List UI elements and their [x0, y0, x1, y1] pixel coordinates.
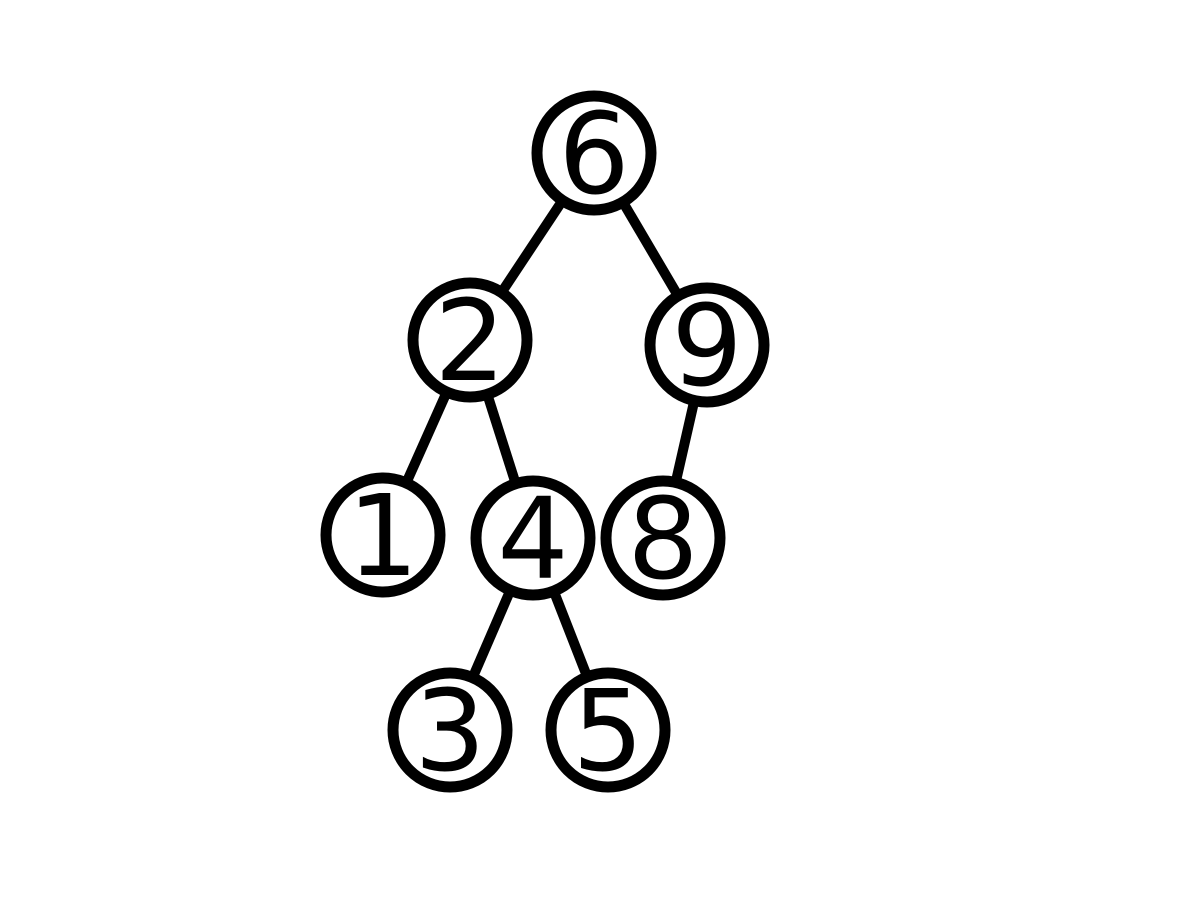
node-circle[interactable]: [470, 475, 596, 601]
node-label: 6: [558, 90, 629, 220]
node-circle[interactable]: [407, 277, 533, 403]
node-label: 8: [627, 475, 698, 605]
tree-node[interactable]: 8: [600, 475, 726, 605]
node-circle[interactable]: [644, 282, 770, 408]
tree-node[interactable]: 9: [644, 282, 770, 412]
node-circle[interactable]: [545, 667, 671, 793]
node-label: 2: [434, 277, 505, 407]
edges-layer: [378, 150, 712, 732]
tree-node[interactable]: 4: [470, 475, 596, 605]
node-label: 3: [414, 667, 485, 797]
node-circle[interactable]: [600, 475, 726, 601]
node-circle[interactable]: [320, 472, 446, 598]
tree-node[interactable]: 3: [387, 667, 513, 797]
node-circle[interactable]: [387, 667, 513, 793]
tree-node[interactable]: 5: [545, 667, 671, 797]
tree-node[interactable]: 1: [320, 472, 446, 602]
tree-node[interactable]: 2: [407, 277, 533, 407]
node-circle[interactable]: [531, 90, 657, 216]
node-label: 4: [497, 475, 568, 605]
node-label: 1: [347, 472, 418, 602]
node-label: 5: [572, 667, 643, 797]
tree-node[interactable]: 6: [531, 90, 657, 220]
node-label: 9: [671, 282, 742, 412]
